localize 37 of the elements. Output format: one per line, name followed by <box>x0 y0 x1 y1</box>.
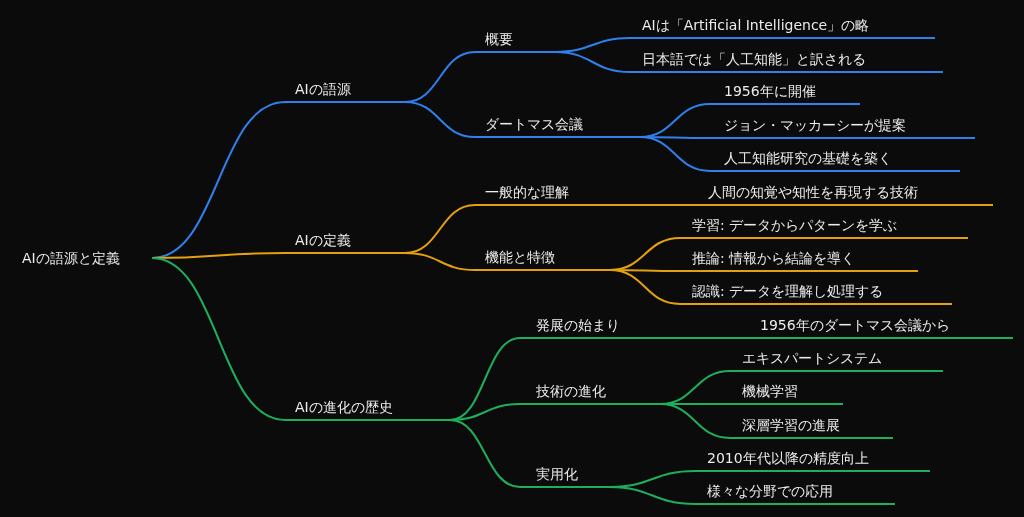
topic-text: AIの定義 <box>295 231 351 249</box>
branch-line <box>639 136 711 172</box>
topic-text: 機能と特徴 <box>485 248 555 266</box>
topic-text: 発展の始まり <box>536 316 620 334</box>
topic-text: AIの語源と定義 <box>22 249 120 267</box>
topic-text: AIは「Artificial Intelligence」の略 <box>642 16 870 34</box>
topic-text: 1956年のダートマス会議から <box>760 316 950 334</box>
topic-text: 学習: データからパターンを学ぶ <box>692 216 898 234</box>
branch-line <box>404 252 476 271</box>
topic-text: 技術の進化 <box>536 382 606 400</box>
topic-text: 1956年に開催 <box>724 82 816 100</box>
topic-text: 人間の知覚や知性を再現する技術 <box>708 183 918 201</box>
branch-line <box>404 101 476 138</box>
topic-text: 人工知能研究の基礎を築く <box>724 149 892 167</box>
topic-text: 概要 <box>485 30 513 48</box>
branch-line <box>449 419 521 488</box>
branch-line <box>554 51 631 73</box>
topic-text: AIの語源 <box>295 80 351 98</box>
topic-text: 深層学習の進展 <box>742 416 840 434</box>
topic-text: 日本語では「人工知能」と訳される <box>642 50 866 68</box>
topic-text: 様々な分野での応用 <box>707 482 833 500</box>
topic-text: 一般的な理解 <box>485 183 569 201</box>
topic-text: ダートマス会議 <box>485 115 583 133</box>
branch-line <box>735 337 751 339</box>
topic-text: 認識: データを理解し処理する <box>692 282 884 300</box>
branch-line <box>685 204 701 206</box>
topic-text: AIの進化の歴史 <box>295 398 393 416</box>
topic-text: 推論: 情報から結論を導く <box>692 249 856 267</box>
branch-line <box>151 257 286 421</box>
topic-text: エキスパートシステム <box>742 349 882 367</box>
topic-text: ジョン・マッカーシーが提案 <box>724 116 906 134</box>
branch-line <box>609 486 696 505</box>
topic-text: 2010年代以降の精度向上 <box>707 449 869 467</box>
topic-text: 実用化 <box>536 465 578 483</box>
branch-line <box>659 403 731 439</box>
branch-line <box>609 269 681 305</box>
topic-text: 機械学習 <box>742 382 798 400</box>
